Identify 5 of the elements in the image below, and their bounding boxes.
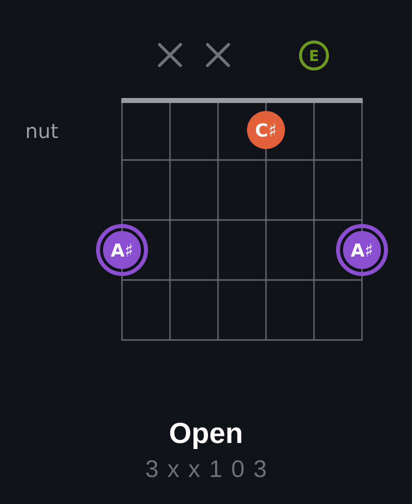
chord-name: Open <box>170 422 242 450</box>
mute-mark <box>158 43 182 67</box>
fingering-label: 3 x x 1 0 3 <box>146 460 266 478</box>
nut-label: nut <box>27 124 58 138</box>
mute-mark <box>206 43 230 67</box>
